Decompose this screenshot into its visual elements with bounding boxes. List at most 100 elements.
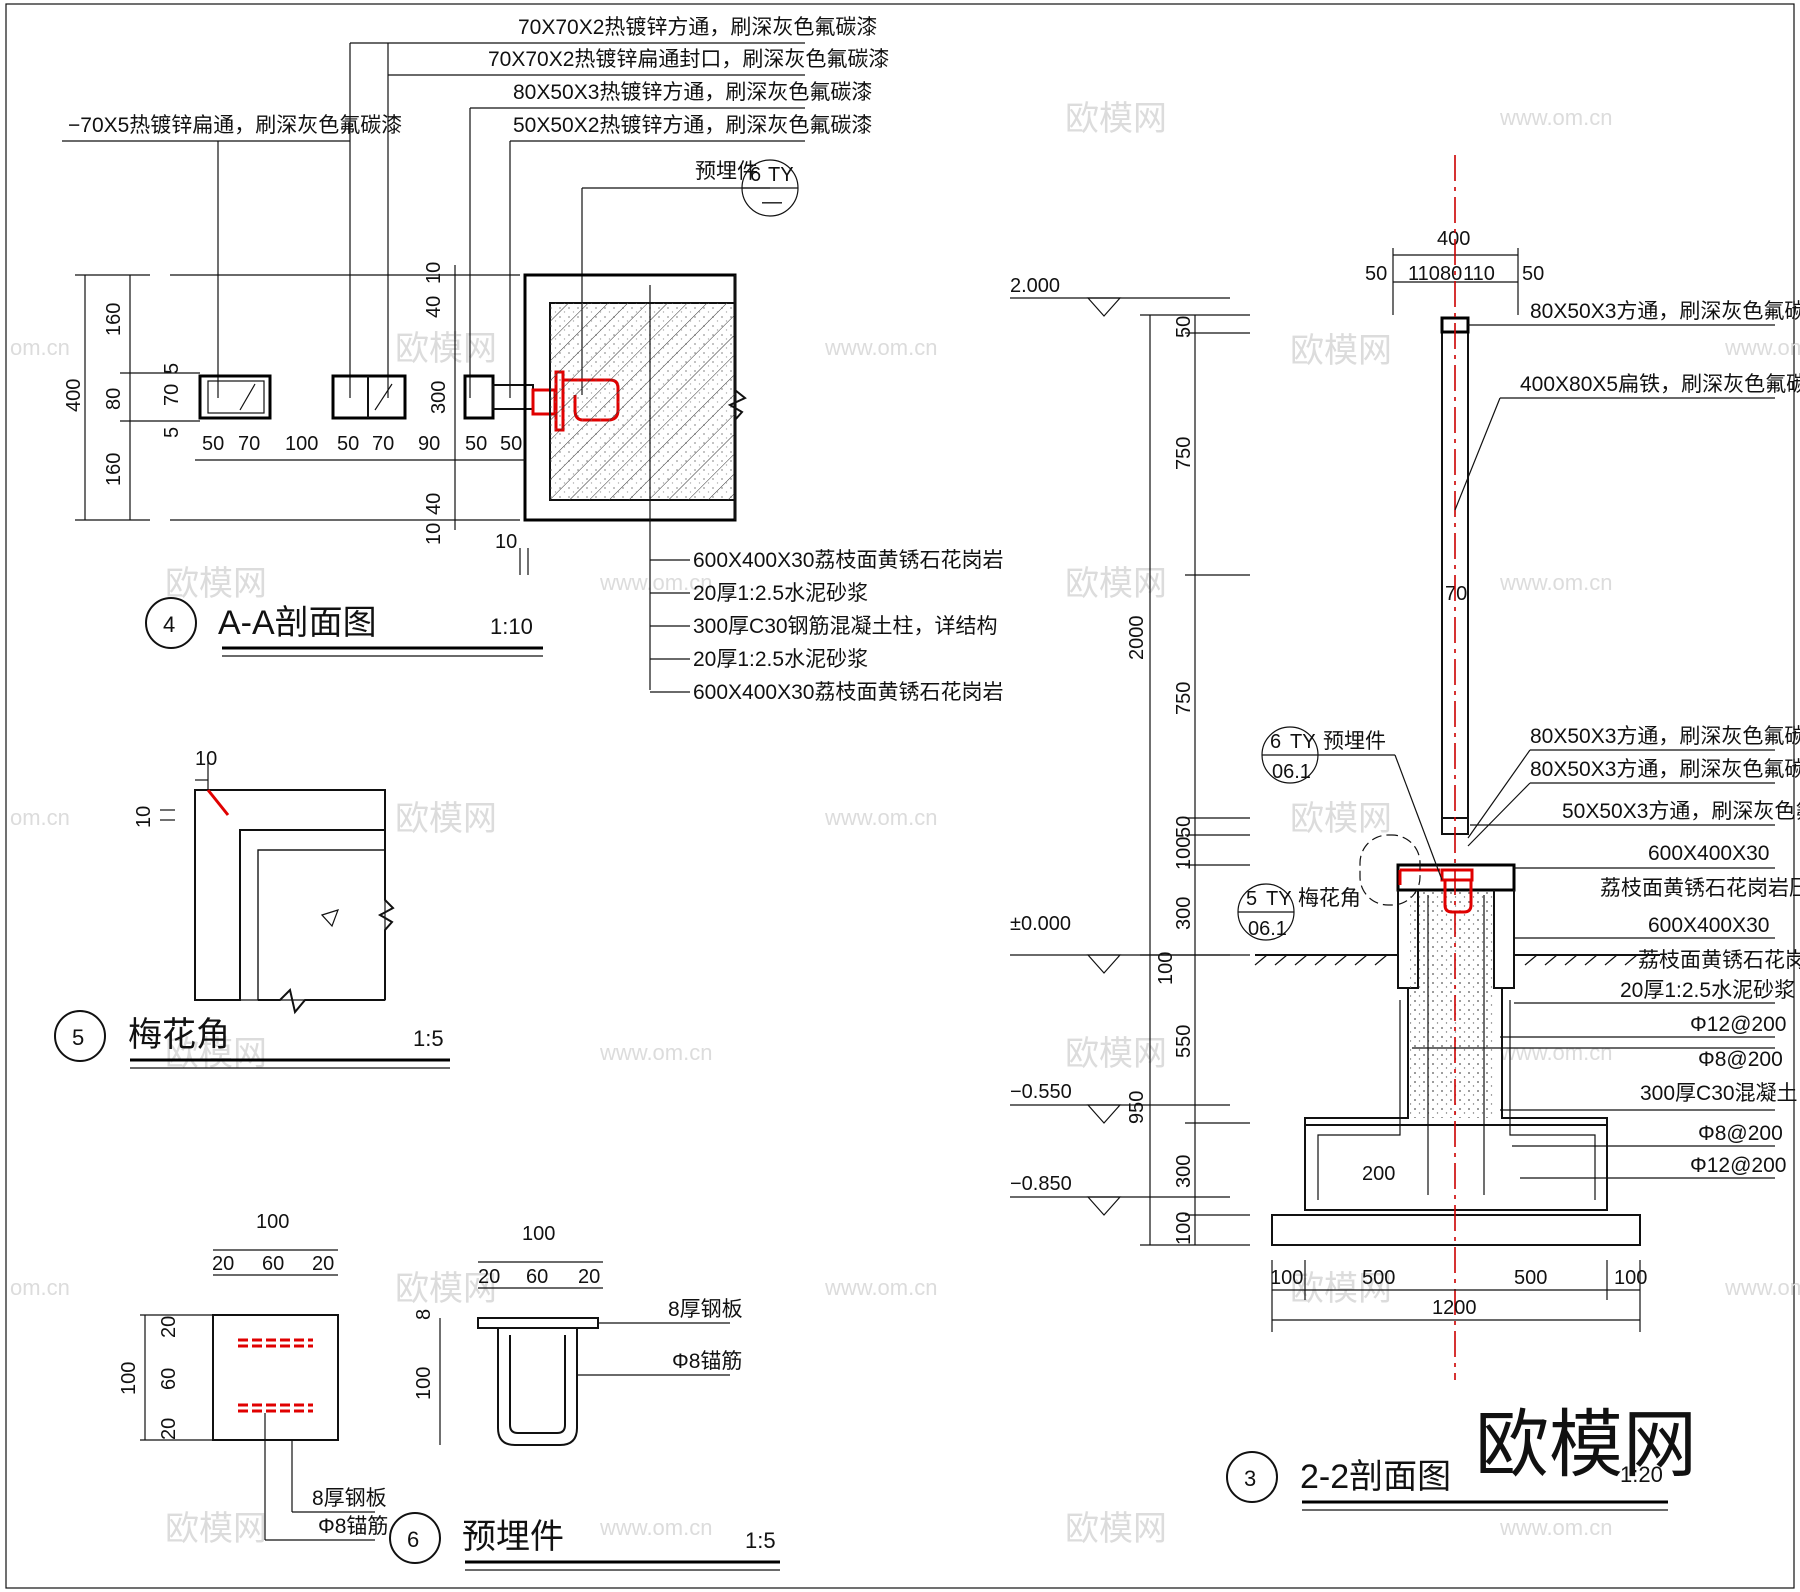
label-70x70-tube: 70X70X2热镀锌方通，刷深灰色氟碳漆: [518, 16, 877, 39]
annotation-text: 400: [1437, 228, 1470, 250]
label-flat-bar: −70X5热镀锌扁通，刷深灰色氟碳漆: [68, 114, 402, 137]
annotation-text: www.om.cn: [824, 335, 937, 360]
r-label-8: 600X400X30: [1648, 914, 1769, 937]
annotation-text: 50: [1365, 263, 1387, 285]
annotation-text: 200: [1362, 1163, 1395, 1185]
annotation-text: 5: [161, 363, 183, 374]
annotation-text: 欧模网: [395, 1270, 497, 1308]
annotation-text: 10: [495, 531, 517, 553]
sec-label-plate: 8厚钢板: [668, 1298, 743, 1321]
annotation-text: 欧模网: [165, 565, 267, 603]
r-label-5: 50X50X3方通，刷深灰色氟碳漆: [1562, 800, 1800, 823]
layer-mortar-1: 20厚1:2.5水泥砂浆: [693, 582, 868, 605]
detail3-bottom-dims: 100 500 500 100 1200: [1270, 1260, 1647, 1332]
detail4-dimensions: 400 160 80 160 5 70 5 10 40 300 40 10 50…: [63, 262, 529, 575]
annotation-text: 欧模网: [1065, 565, 1167, 603]
detail3-number: 3: [1244, 1466, 1256, 1491]
annotation-text: 20: [158, 1316, 180, 1338]
detail4-title: 4 A-A剖面图 1:10: [145, 597, 543, 657]
annotation-text: 50: [465, 433, 487, 455]
detail-3-section-22: 2.000 ±0.000 −0.550 −0.850 2000: [1010, 155, 1800, 1511]
annotation-text: 60: [158, 1368, 180, 1390]
annotation-text: 300: [1173, 1155, 1195, 1188]
annotation-text: 100: [118, 1362, 140, 1395]
annotation-text: 300: [428, 381, 450, 414]
r-label-4: 80X50X3方通，刷深灰色氟碳漆: [1530, 758, 1800, 781]
annotation-text: 20: [212, 1253, 234, 1275]
annotation-text: 欧模网: [1065, 100, 1167, 138]
annotation-text: 100: [522, 1223, 555, 1245]
annotation-text: om.cn: [10, 335, 70, 360]
watermarks: 欧模网 www.om.cn 欧模网 www.om.cn 欧模网 www.om.c…: [10, 100, 1800, 1548]
annotation-text: www.om.cn: [1499, 1515, 1612, 1540]
annotation-text: 10: [195, 748, 217, 770]
annotation-text: 100: [413, 1367, 435, 1400]
annotation-text: 110: [1463, 263, 1495, 285]
layer-granite-1: 600X400X30荔枝面黄锈石花岗岩: [693, 549, 1003, 572]
detail3-scale: 1:20: [1620, 1462, 1663, 1487]
annotation-text: 500: [1362, 1267, 1395, 1289]
annotation-text: 550: [1173, 1025, 1195, 1058]
r-label-11: Φ12@200: [1690, 1013, 1786, 1036]
annotation-text: 20: [312, 1253, 334, 1275]
annotation-text: 06.1: [1272, 761, 1311, 783]
level-minus-550: −0.550: [1010, 1081, 1072, 1103]
annotation-text: 1200: [1432, 1297, 1477, 1319]
annotation-text: 欧模网: [165, 1510, 267, 1548]
annotation-text: om.cn: [10, 805, 70, 830]
detail5-scale: 1:5: [413, 1026, 444, 1051]
annotation-text: www.om.cn: [1724, 1275, 1800, 1300]
annotation-text: 50: [1522, 263, 1544, 285]
r-label-9: 荔枝面黄锈石花岗岩: [1638, 949, 1800, 972]
annotation-text: 100: [1173, 837, 1195, 870]
label-70x70-cap: 70X70X2热镀锌扁通封口，刷深灰色氟碳漆: [488, 48, 889, 71]
logo-watermark-large: 欧模网: [1475, 1403, 1697, 1486]
r-label-10: 20厚1:2.5水泥砂浆: [1620, 979, 1795, 1002]
detail3-refs: 6 TY 06.1 预埋件 5 TY 06.1 梅花角: [1237, 726, 1443, 941]
annotation-text: 500: [1514, 1267, 1547, 1289]
detail-6-embed: 100 20 60 20 100 20 60 20 8厚钢板 Φ8锚筋 100 …: [118, 1211, 780, 1571]
annotation-text: 100: [285, 433, 318, 455]
annotation-text: 80: [1440, 263, 1462, 285]
annotation-text: TY: [1290, 731, 1316, 753]
annotation-text: 40: [423, 296, 445, 318]
detail6-number: 6: [407, 1527, 419, 1552]
annotation-text: 欧模网: [1065, 1035, 1167, 1073]
annotation-text: 50: [202, 433, 224, 455]
annotation-text: www.om.cn: [1499, 1040, 1612, 1065]
r-label-3: 80X50X3方通，刷深灰色氟碳漆: [1530, 725, 1800, 748]
annotation-text: 欧模网: [1065, 1510, 1167, 1548]
r-label-14: Φ8@200: [1698, 1122, 1783, 1145]
tube-profile-1: [198, 374, 272, 420]
r-label-12: Φ8@200: [1698, 1048, 1783, 1071]
annotation-text: 70: [1445, 583, 1467, 605]
detail4-scale: 1:10: [490, 614, 533, 639]
annotation-text: www.om.cn: [1499, 105, 1612, 130]
annotation-text: 60: [262, 1253, 284, 1275]
annotation-text: 100: [1270, 1267, 1303, 1289]
annotation-text: www.om.cn: [1499, 570, 1612, 595]
detail-4-section-aa: 70X70X2热镀锌方通，刷深灰色氟碳漆 70X70X2热镀锌扁通封口，刷深灰色…: [62, 16, 1003, 704]
footing: [1304, 1124, 1608, 1211]
level-ground: ±0.000: [1010, 913, 1071, 935]
annotation-text: 2000: [1126, 616, 1148, 661]
annotation-text: 欧模网: [395, 800, 497, 838]
tube-profile-3: [463, 374, 495, 420]
annotation-text: www.om.cn: [599, 1515, 712, 1540]
annotation-text: 100: [256, 1211, 289, 1233]
annotation-text: TY: [768, 164, 794, 186]
detail4-number: 4: [163, 612, 175, 637]
annotation-text: 20: [578, 1266, 600, 1288]
detail6-scale: 1:5: [745, 1528, 776, 1553]
annotation-text: 50: [337, 433, 359, 455]
level-top: 2.000: [1010, 275, 1060, 297]
blinding-layer: [1271, 1214, 1641, 1246]
annotation-text: 110: [1408, 263, 1440, 285]
annotation-text: —: [762, 191, 782, 213]
annotation-text: 10: [133, 806, 155, 828]
detail3-levels: 2.000 ±0.000 −0.550 −0.850: [1010, 275, 1230, 1216]
annotation-text: 750: [1173, 437, 1195, 470]
r-label-13: 300厚C30混凝土: [1640, 1082, 1798, 1105]
annotation-text: www.om.cn: [599, 570, 712, 595]
